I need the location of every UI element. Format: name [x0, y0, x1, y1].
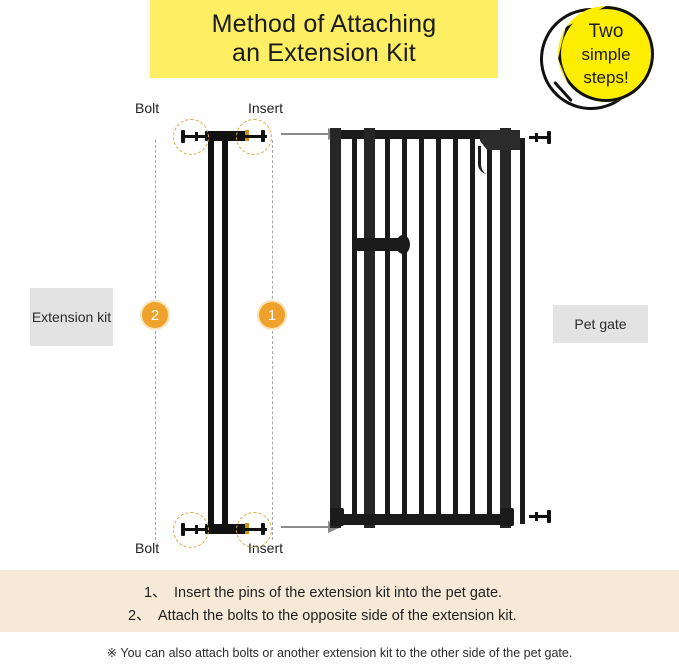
label-insert-top: Insert: [248, 100, 284, 116]
callout-pet-gate: Pet gate: [553, 305, 648, 343]
instruction-number-2: 2、: [128, 608, 151, 624]
instruction-number-1: 1、: [144, 585, 167, 601]
title-banner: Method of Attaching an Extension Kit: [150, 0, 498, 78]
two-simple-steps-badge: Two simple steps!: [526, 0, 674, 124]
title-line-2: an Extension Kit: [232, 39, 416, 67]
title-line-1: Method of Attaching: [211, 9, 437, 38]
gate-bar: [385, 138, 390, 524]
highlight-circle-pin-bottom: [236, 512, 272, 548]
gate-top-rail: [330, 130, 508, 139]
highlight-circle-bolt-bottom: [173, 512, 209, 548]
gate-bar: [352, 138, 357, 524]
extension-kit-bar: [208, 138, 214, 530]
gate-mount-bolt-bottom: [529, 510, 553, 523]
guide-line-insert: [272, 140, 273, 540]
gate-bar: [453, 138, 458, 524]
gate-latch-knob: [396, 235, 410, 254]
callout-extension-kit: Extension kit: [30, 288, 113, 346]
bolt-shaft: [529, 515, 549, 518]
bolt-head: [547, 510, 551, 523]
highlight-circle-bolt-top: [173, 119, 209, 155]
pet-gate-illustration: [330, 128, 551, 534]
arrow-line: [281, 526, 329, 528]
gate-mount-bolt-top: [529, 131, 553, 144]
gate-bar: [470, 138, 475, 524]
bolt-nut: [535, 512, 538, 521]
gate-bar: [520, 138, 525, 524]
gate-bar: [419, 138, 424, 524]
gate-bottom-rail: [330, 514, 512, 525]
extension-kit-bottom-rail: [205, 524, 247, 534]
gate-hinge-curve: [478, 146, 491, 174]
gate-foot-right: [500, 508, 514, 526]
guide-line-bolt: [155, 140, 156, 540]
instruction-row-2: 2、 Attach the bolts to the opposite side …: [128, 604, 517, 625]
bolt-head: [547, 131, 551, 144]
gate-latch-bar: [356, 238, 404, 251]
instruction-text-1: Insert the pins of the extension kit int…: [174, 585, 503, 601]
label-bolt-top: Bolt: [135, 100, 160, 116]
footnote: ※ You can also attach bolts or another e…: [106, 646, 573, 660]
instruction-text-2: Attach the bolts to the opposite side of…: [158, 608, 517, 624]
step-number-2: 2: [142, 302, 168, 328]
badge-ring-outline: [558, 6, 654, 102]
extension-kit-top-rail: [205, 131, 247, 141]
bolt-shaft: [529, 136, 549, 139]
gate-inner-post-right: [500, 128, 511, 528]
extension-kit-bar: [222, 138, 228, 530]
bolt-nut: [535, 133, 538, 142]
gate-inner-post: [364, 128, 375, 528]
gate-bar: [487, 138, 492, 524]
instruction-row-1: 1、 Insert the pins of the extension kit i…: [144, 581, 502, 602]
step-number-1: 1: [259, 302, 285, 328]
arrow-line: [281, 133, 329, 135]
page-title: Method of Attaching an Extension Kit: [206, 10, 443, 69]
gate-bar: [436, 138, 441, 524]
instruction-panel: 1、 Insert the pins of the extension kit i…: [0, 570, 679, 632]
label-bolt-bottom: Bolt: [135, 540, 160, 556]
highlight-circle-pin-top: [236, 119, 272, 155]
gate-frame-post-left: [330, 128, 341, 528]
gate-hinge-block: [480, 130, 520, 150]
gate-bar: [402, 138, 407, 524]
gate-foot-left: [330, 508, 344, 526]
